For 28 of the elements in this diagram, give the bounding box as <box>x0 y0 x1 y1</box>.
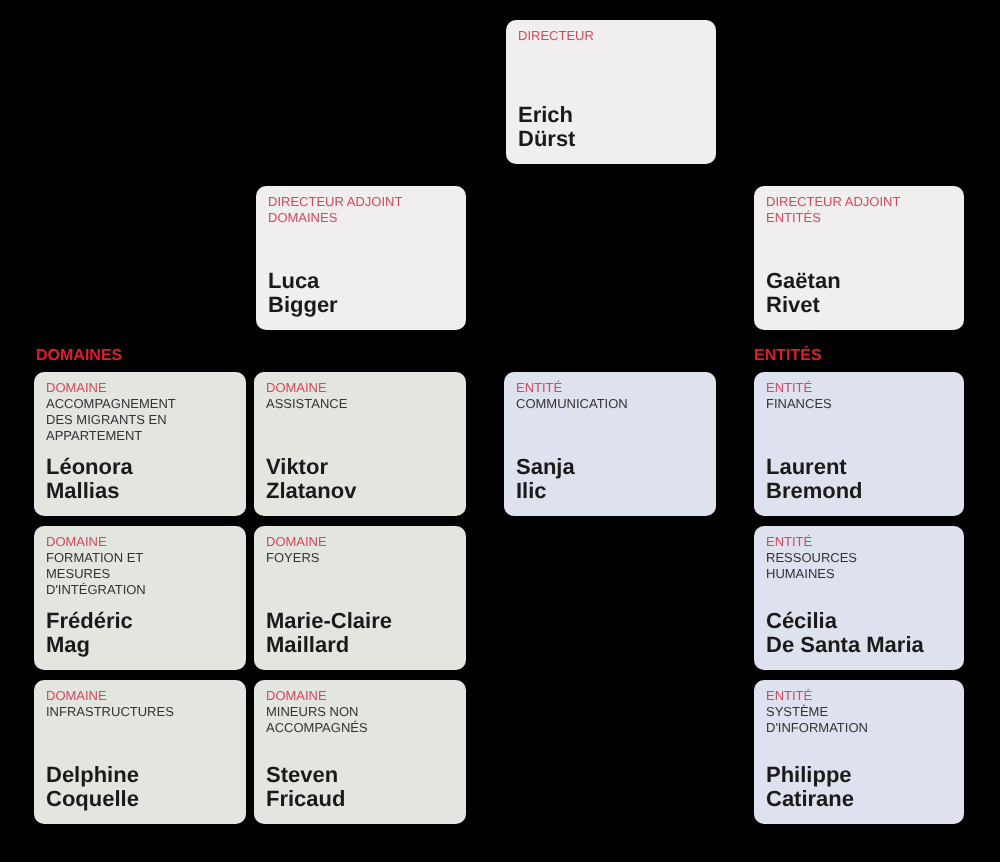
org-card <box>34 372 246 516</box>
org-card <box>754 186 964 330</box>
org-card <box>754 526 964 670</box>
org-card <box>34 526 246 670</box>
person-name: Luca Bigger <box>268 270 338 318</box>
person-name: Erich Dürst <box>518 104 576 152</box>
person-name: Marie-Claire Maillard <box>266 610 392 658</box>
org-card <box>754 372 964 516</box>
person-name: Frédéric Mag <box>46 610 133 658</box>
person-name: Steven Fricaud <box>266 764 346 812</box>
org-card <box>254 372 466 516</box>
section-heading: DOMAINES <box>36 346 123 364</box>
person-name: Delphine Coquelle <box>46 764 139 812</box>
person-name: Laurent Bremond <box>766 456 863 504</box>
person-name: Cécilia De Santa Maria <box>766 610 924 658</box>
person-name: Philippe Catirane <box>766 764 855 812</box>
section-heading: ENTITÉS <box>754 346 822 364</box>
person-name: Viktor Zlatanov <box>266 456 357 504</box>
org-card <box>256 186 466 330</box>
org-card <box>254 526 466 670</box>
person-name: Sanja Ilic <box>516 456 575 504</box>
org-card <box>34 680 246 824</box>
person-name: Gaëtan Rivet <box>766 270 841 318</box>
org-card <box>504 372 716 516</box>
org-card <box>506 20 716 164</box>
person-name: Léonora Mallias <box>46 456 133 504</box>
org-card <box>754 680 964 824</box>
org-card <box>254 680 466 824</box>
